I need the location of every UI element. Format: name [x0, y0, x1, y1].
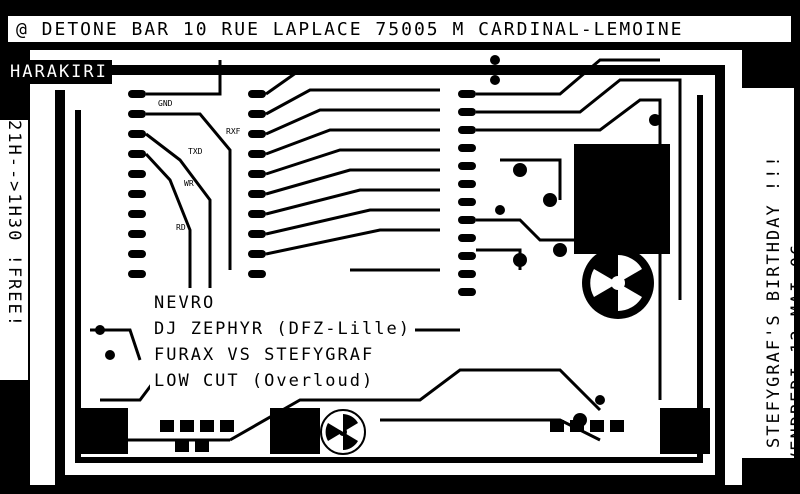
birthday-title: STEFYGRAF'S BIRTHDAY !!!: [764, 154, 784, 448]
lineup-artist: NEVRO: [154, 293, 216, 313]
time-and-price: 21H-->1H30 !FREE!: [4, 120, 24, 328]
lineup-artist: FURAX VS STEFYGRAF: [154, 345, 375, 365]
ic-mid-pads: [458, 90, 476, 296]
time-strip: 21H-->1H30 !FREE!: [0, 120, 28, 380]
radiation-icon: [582, 247, 654, 319]
lineup: NEVRO DJ ZEPHYR (DFZ-Lille) FURAX VS STE…: [150, 288, 415, 396]
pcb-label-txd: TXD: [188, 147, 203, 156]
pcb-label-rd: RD: [176, 223, 186, 232]
lineup-artist: LOW CUT (Overloud): [154, 371, 375, 391]
event-date: VENDREDI 12 MAI 06: [788, 242, 800, 463]
event-strip: STEFYGRAF'S BIRTHDAY !!! VENDREDI 12 MAI…: [738, 88, 800, 463]
pcb-square-pads: [78, 144, 710, 454]
pcb-label-rxf: RXF: [226, 127, 241, 136]
radiation-icon: [320, 409, 366, 455]
pcb-label-gnd: GND: [158, 99, 173, 108]
ic-left-pads: [128, 90, 266, 278]
pcb-label-wr: WR: [184, 179, 194, 188]
venue-banner: @ DETONE BAR 10 RUE LAPLACE 75005 M CARD…: [6, 14, 793, 44]
organizer-tag: HARAKIRI: [6, 60, 112, 84]
lineup-artist: DJ ZEPHYR (DFZ-Lille): [154, 319, 411, 339]
